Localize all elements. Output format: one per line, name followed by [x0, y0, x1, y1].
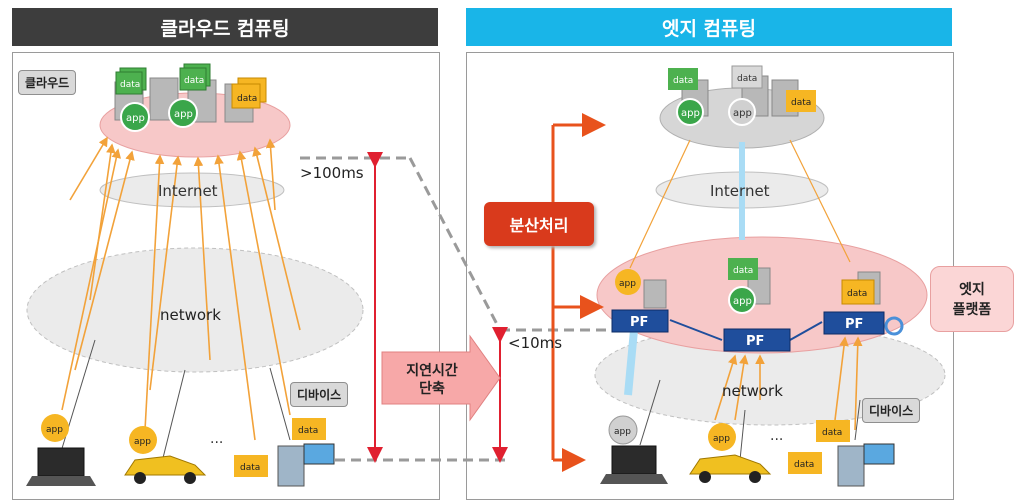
- pf-ring: [884, 316, 904, 336]
- app-bubble-right-top-2: [728, 98, 756, 126]
- app-text-right-top-2: app: [733, 108, 752, 119]
- app-bubble-left-2: [168, 98, 198, 128]
- latency-reduction-line2: 단축: [419, 381, 445, 397]
- latency-reduction-line1: 지연시간: [406, 363, 458, 379]
- data-text-device-left-1: data: [240, 463, 260, 473]
- data-text-left-3: data: [237, 94, 257, 104]
- data-text-left-2: data: [184, 76, 204, 86]
- app-text-left-1: app: [126, 113, 145, 124]
- latency-dashes: [300, 156, 620, 462]
- latency-reduction-arrow: [381, 334, 501, 422]
- data-text-right-top-1: data: [673, 76, 693, 86]
- edge-server-1: [643, 279, 667, 309]
- data-text-edge-3: data: [847, 289, 867, 299]
- data-card-edge-2: [728, 258, 758, 280]
- data-card-right-top-3: [786, 90, 816, 112]
- data-card-device-left-2: [292, 418, 326, 440]
- network-label-left: network: [160, 306, 221, 324]
- app-bubble-left-1: [120, 102, 150, 132]
- app-text-edge-2: app: [733, 296, 752, 307]
- edge-uplinks-right: [629, 139, 851, 269]
- sync-arrow-device-edge: [624, 329, 638, 396]
- device-tag-right: 디바이스: [862, 398, 921, 423]
- data-card-right-top-2: [731, 65, 763, 89]
- data-text-left-1: data: [120, 80, 140, 90]
- data-card-device-right-2: [816, 420, 850, 442]
- app-bubble-right-top-1: [676, 98, 704, 126]
- latency-reduction-label: 지연시간 단축: [392, 362, 472, 398]
- app-bubble-device-left-1: [41, 414, 69, 442]
- data-stack-left-1: [115, 67, 147, 95]
- app-text-edge-1: app: [619, 279, 636, 289]
- car-right: [689, 454, 772, 483]
- network-label-right: network: [722, 382, 783, 400]
- ellipsis-right: ...: [770, 428, 783, 444]
- latency-edge-label: <10ms: [508, 334, 563, 352]
- data-card-device-right-1: [788, 452, 822, 474]
- internet-cloud-left: [99, 172, 285, 208]
- car-left: [124, 455, 207, 484]
- cloud-computing-header: 클라우드 컴퓨팅: [12, 8, 438, 46]
- device-tag-left: 디바이스: [290, 382, 349, 407]
- edge-platform-line2: 플랫폼: [952, 302, 992, 318]
- internet-label-right: Internet: [710, 182, 770, 200]
- app-text-device-right-1: app: [614, 427, 631, 437]
- edge-platform-tag: 엣지 플랫폼: [930, 266, 1014, 332]
- data-text-device-right-2: data: [822, 428, 842, 438]
- app-bubble-edge-1: [615, 269, 641, 295]
- data-text-right-top-2: data: [737, 74, 757, 84]
- app-bubble-device-left-2: [129, 426, 157, 454]
- app-text-right-top-1: app: [681, 108, 700, 119]
- data-stack-left-2: [179, 63, 211, 91]
- pf-box-1: [611, 309, 669, 333]
- internet-label-left: Internet: [158, 182, 218, 200]
- network-cloud-left: [26, 247, 364, 373]
- data-card-device-left-1: [234, 455, 268, 477]
- app-text-left-2: app: [174, 109, 193, 120]
- data-text-right-top-3: data: [791, 98, 811, 108]
- camera-left: [277, 443, 335, 487]
- pf-text-3: PF: [845, 317, 863, 332]
- app-text-device-left-1: app: [46, 425, 63, 435]
- app-bubble-device-right-1: [608, 415, 638, 445]
- data-card-right-top-1: [668, 68, 698, 90]
- ellipsis-left: ...: [210, 431, 223, 447]
- data-text-edge-2: data: [733, 266, 753, 276]
- pf-box-3: [823, 311, 885, 335]
- edge-computing-header: 엣지 컴퓨팅: [466, 8, 952, 46]
- data-stack-left-3: [231, 77, 267, 109]
- laptop-left: [26, 447, 96, 486]
- camera-right: [837, 443, 895, 487]
- distributed-processing-badge: 분산처리: [484, 202, 594, 246]
- app-bubble-device-right-2: [708, 423, 736, 451]
- pf-links: [669, 319, 823, 341]
- laptop-right: [600, 445, 668, 484]
- edge-platform-line1: 엣지: [959, 282, 985, 298]
- cloud-tag: 클라우드: [18, 70, 77, 95]
- pf-box-2: [723, 328, 791, 352]
- data-text-device-right-1: data: [794, 460, 814, 470]
- device-links-right: [639, 379, 861, 461]
- app-text-device-left-2: app: [134, 437, 151, 447]
- data-text-device-left-2: data: [298, 426, 318, 436]
- data-card-edge-3: [841, 279, 875, 305]
- app-text-device-right-2: app: [713, 434, 730, 444]
- pf-text-2: PF: [746, 334, 764, 349]
- uplink-arrows-right: [714, 336, 863, 431]
- distributed-arrows: [551, 113, 606, 472]
- uplink-arrows-left: [61, 136, 301, 441]
- pf-text-1: PF: [630, 315, 648, 330]
- app-bubble-edge-2: [728, 286, 756, 314]
- latency-cloud-label: >100ms: [300, 164, 364, 182]
